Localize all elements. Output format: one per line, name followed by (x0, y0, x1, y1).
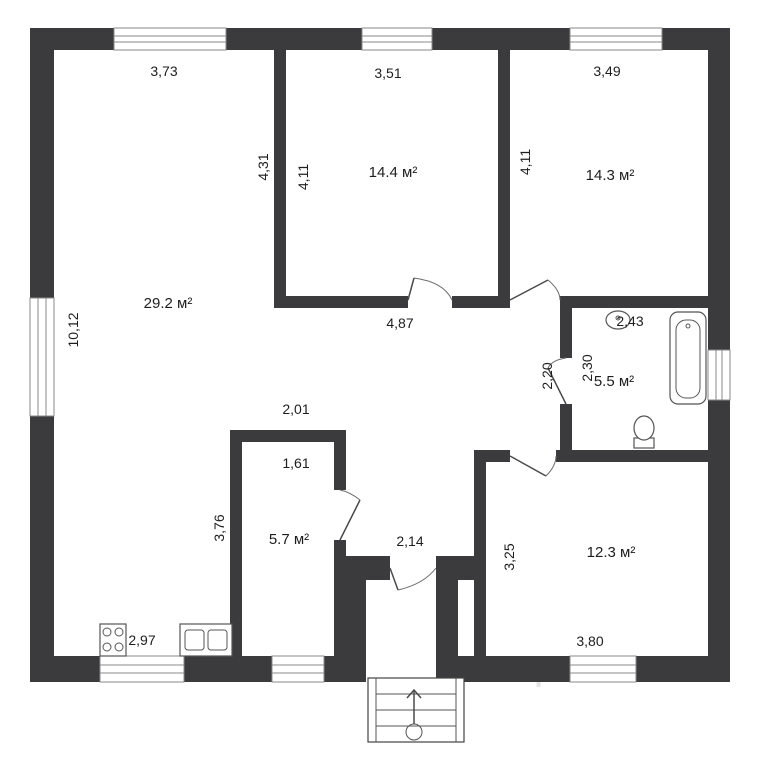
window-bottom-storage (271, 655, 325, 683)
door-bedroom-3 (509, 455, 557, 477)
dim-kitchen-width: 2,97 (128, 632, 155, 648)
window-top-bedroom-2 (569, 27, 663, 51)
area-bedroom-1: 14.4 м² (369, 164, 418, 181)
dim-living-partition: 4,31 (255, 153, 271, 180)
window-bottom-kitchen (99, 655, 185, 683)
dim-bathroom-width: 2,43 (616, 313, 643, 329)
dim-bedroom-1-width: 3,51 (374, 65, 401, 81)
area-bedroom-3: 12.3 м² (587, 544, 636, 561)
door-storage (339, 489, 361, 541)
entry-arrow-icon (405, 688, 423, 741)
dim-bedroom-1-height: 4,11 (295, 164, 311, 190)
dim-passage: 2,20 (539, 362, 555, 389)
sink-icon (605, 310, 631, 330)
dim-bedroom-2-height: 4,11 (517, 149, 533, 175)
kitchen-fixtures (99, 623, 233, 657)
dim-storage-wall: 2,01 (282, 401, 309, 417)
windows (29, 27, 731, 683)
bathtub-icon (669, 311, 707, 405)
dim-bedroom-3-width: 3,80 (576, 633, 603, 649)
dim-entry-width: 2,14 (396, 533, 423, 549)
entrance-stairs (367, 677, 465, 743)
interior-walls (230, 44, 712, 660)
dim-living-top-width: 3,73 (150, 63, 177, 79)
window-bottom-bedroom-3 (569, 655, 637, 683)
dim-corridor-length: 4,87 (386, 315, 413, 331)
window-right-bathroom (707, 349, 731, 401)
area-bathroom: 5.5 м² (594, 373, 634, 390)
kitchen-sink-icon (179, 623, 233, 657)
dim-storage-width: 1,61 (282, 455, 309, 471)
outer-walls (30, 28, 730, 682)
window-top-living (113, 27, 227, 51)
bathroom-fixtures (605, 310, 707, 449)
doors (339, 277, 567, 591)
dim-bedroom-2-width: 3,49 (593, 63, 620, 79)
toilet-icon (633, 415, 655, 449)
door-bedroom-2 (509, 279, 561, 301)
door-bathroom (547, 357, 567, 405)
door-bedroom-1 (407, 277, 453, 301)
window-top-bedroom-1 (361, 27, 433, 51)
stove-icon (99, 623, 127, 657)
dim-bathroom-height: 2,30 (579, 354, 595, 381)
dim-storage-height: 3,76 (211, 514, 227, 541)
area-bedroom-2: 14.3 м² (586, 167, 635, 184)
area-storage: 5.7 м² (269, 531, 309, 548)
window-left-living (29, 297, 55, 417)
door-entrance (389, 567, 437, 591)
area-living-kitchen: 29.2 м² (144, 295, 193, 312)
dim-living-height: 10,12 (65, 312, 81, 347)
dim-bedroom-3-height: 3,25 (501, 543, 517, 570)
